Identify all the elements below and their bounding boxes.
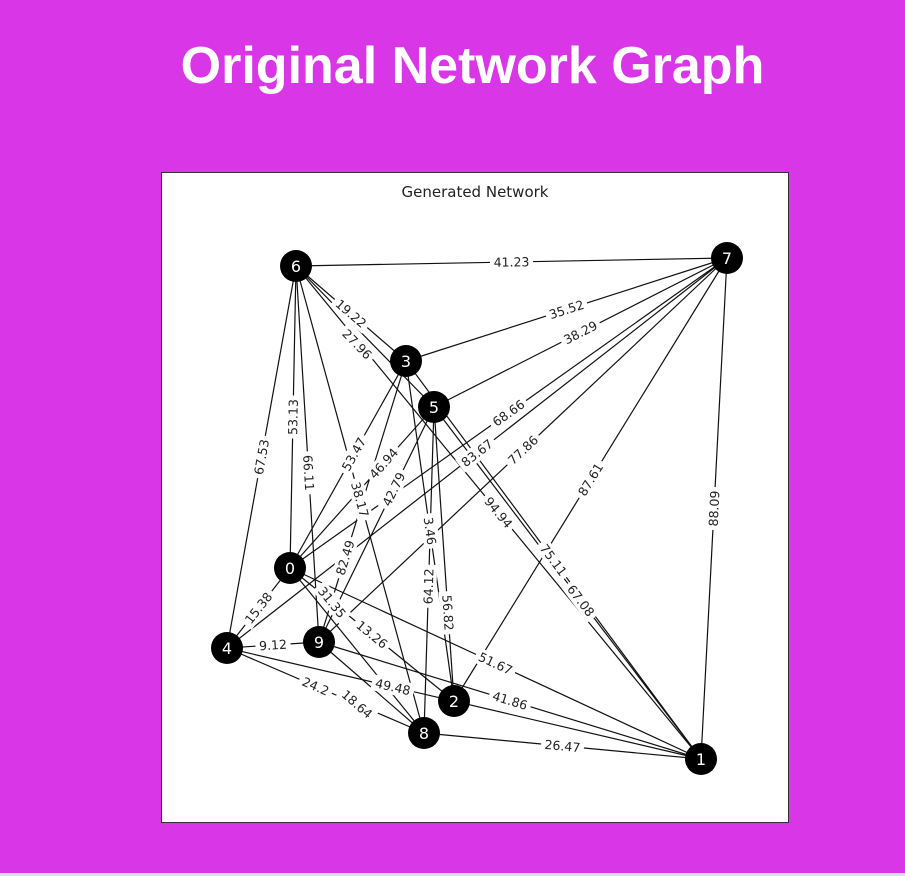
node-label: 7 <box>722 249 732 268</box>
edge-weight-label: 56.82 <box>438 590 458 635</box>
edge-weight-label: 66.11 <box>299 450 318 495</box>
node-5[interactable]: 5 <box>418 391 450 423</box>
edge-weight-label: 94.94 <box>478 490 519 535</box>
edge-weight-text: 27.96 <box>339 326 375 362</box>
node-label: 8 <box>419 724 429 743</box>
node-1[interactable]: 1 <box>685 743 717 775</box>
edge-weight-label: 41.86 <box>487 686 533 715</box>
edge-weight-text: 38.29 <box>561 318 600 348</box>
edge-weight-text: 3.46 <box>421 516 440 546</box>
node-2[interactable]: 2 <box>438 685 470 717</box>
edge-weight-label: 9.12 <box>254 635 292 655</box>
node-label: 2 <box>449 692 459 711</box>
edge-weight-text: 53.13 <box>285 399 301 435</box>
edge-weight-label: 26.47 <box>540 736 585 756</box>
page-bottom-border <box>0 873 905 876</box>
edge-weight-text: 26.47 <box>544 737 581 755</box>
edge-weight-label: 67.08 <box>561 578 601 623</box>
edge-5-2 <box>433 406 455 702</box>
edge-weight-text: 83.67 <box>458 436 495 470</box>
edge-weight-text: 88.09 <box>706 490 723 527</box>
edge-weight-label: 87.61 <box>572 456 609 503</box>
page-title: Original Network Graph <box>180 37 765 95</box>
edge-weight-label: 53.13 <box>284 395 302 439</box>
edge-weight-label: 75.11 <box>534 537 573 583</box>
edge-weight-text: 94.94 <box>481 494 515 531</box>
edge-weight-label: 77.86 <box>501 429 545 471</box>
edge-0-8 <box>289 567 425 734</box>
edge-weight-text: 18.64 <box>339 687 376 722</box>
edge-weight-text: 15.38 <box>242 589 276 626</box>
edge-weight-text: 13.26 <box>353 617 390 651</box>
edge-weight-label: 68.66 <box>486 394 531 432</box>
edge-weight-label: 83.67 <box>455 433 499 473</box>
edge-weight-text: 41.23 <box>493 254 529 270</box>
edge-weight-text: 19.22 <box>333 296 370 331</box>
edge-5-1 <box>433 406 702 760</box>
node-9[interactable]: 9 <box>303 626 335 658</box>
edge-weight-label: 3.46 <box>419 512 441 550</box>
node-0[interactable]: 0 <box>274 552 306 584</box>
node-3[interactable]: 3 <box>390 345 422 377</box>
graph-title: Generated Network <box>401 183 549 201</box>
edge-weight-label: 41.23 <box>489 253 534 271</box>
node-label: 6 <box>291 257 301 276</box>
edge-weight-text: 9.12 <box>259 637 288 654</box>
edge-weight-text: 42.79 <box>379 470 408 509</box>
edge-weight-label: 35.52 <box>543 295 590 324</box>
edge-weight-text: 66.11 <box>300 454 317 491</box>
edge-weight-label: 67.53 <box>249 434 274 480</box>
edge-weight-text: 53.47 <box>339 435 370 474</box>
edge-weight-label: 27.96 <box>336 323 378 366</box>
node-label: 9 <box>314 633 324 652</box>
edge-weight-text: 35.52 <box>547 297 586 322</box>
edge-weight-label: 38.29 <box>557 315 604 350</box>
node-label: 3 <box>401 352 411 371</box>
edge-weight-label: 51.67 <box>472 647 519 680</box>
edge-weight-label: 82.49 <box>331 534 360 581</box>
node-6[interactable]: 6 <box>280 250 312 282</box>
edge-weight-text: 41.86 <box>491 688 530 713</box>
edge-weight-label: 13.26 <box>350 614 394 655</box>
edge-weight-text: 64.12 <box>420 568 436 604</box>
node-label: 0 <box>285 559 295 578</box>
node-label: 5 <box>429 398 439 417</box>
edge-weight-label: 64.12 <box>419 564 438 609</box>
edge-weight-label: 49.48 <box>370 674 416 700</box>
edge-weight-label: 24.2 <box>296 671 335 701</box>
edge-weight-text: 87.61 <box>575 460 607 498</box>
edge-weight-text: 51.67 <box>476 649 515 678</box>
node-label: 4 <box>222 639 232 658</box>
node-4[interactable]: 4 <box>211 632 243 664</box>
edge-weight-text: 56.82 <box>439 594 456 631</box>
edge-weight-label: 53.47 <box>336 431 372 477</box>
edge-weight-label: 88.09 <box>704 486 724 531</box>
node-8[interactable]: 8 <box>408 717 440 749</box>
node-7[interactable]: 7 <box>711 242 743 274</box>
edge-weight-text: 77.86 <box>505 432 541 467</box>
edge-weight-text: 67.53 <box>251 438 272 476</box>
edge-6-5 <box>295 265 435 408</box>
node-label: 1 <box>696 750 706 769</box>
